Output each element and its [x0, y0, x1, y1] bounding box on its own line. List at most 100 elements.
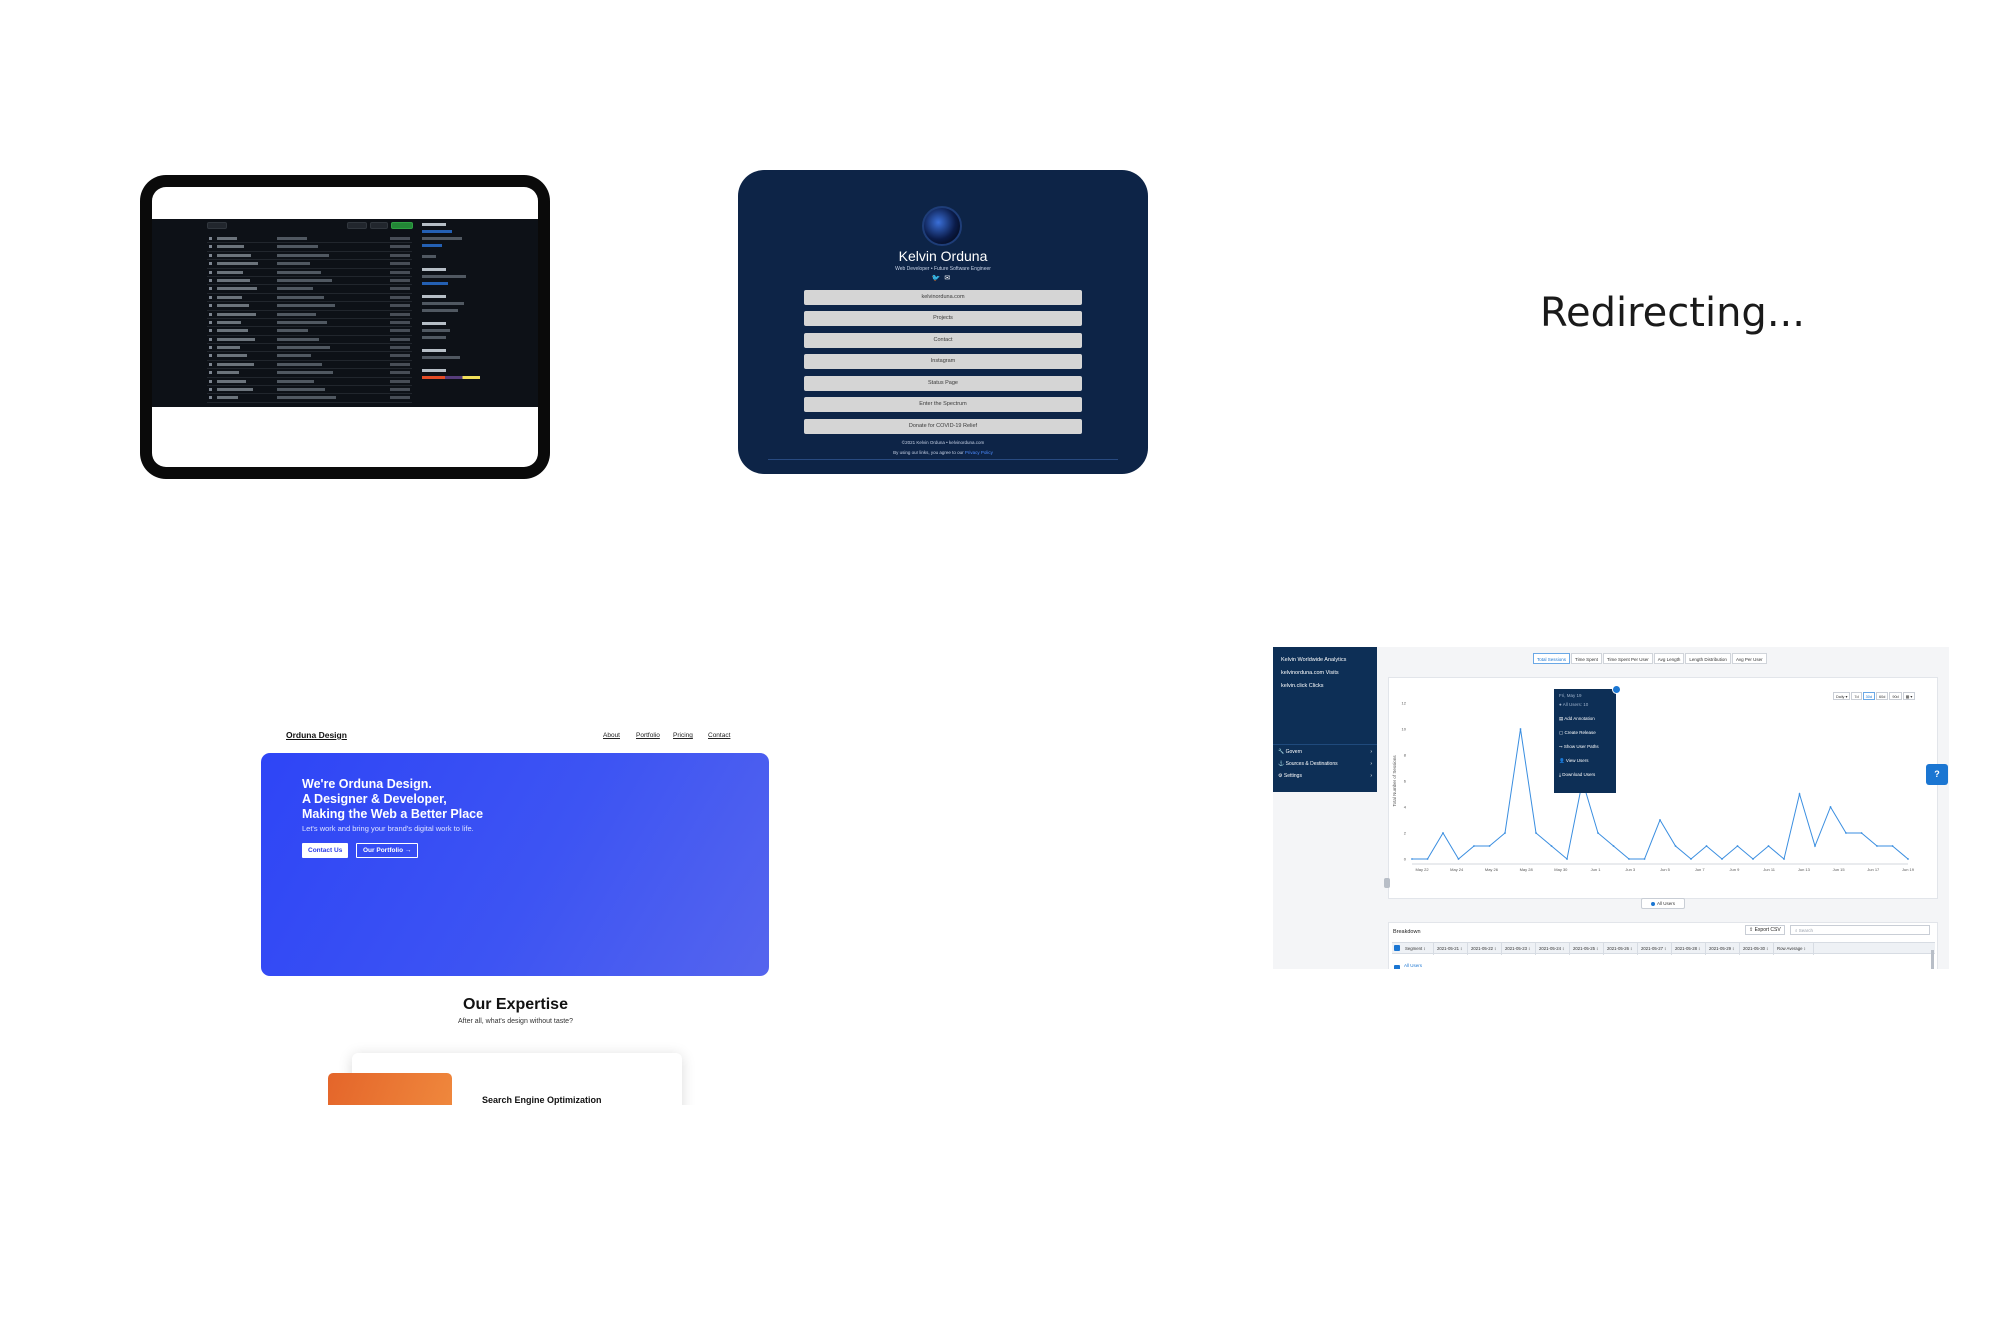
range-30d[interactable]: 30d	[1862, 692, 1875, 700]
data-point[interactable]	[1783, 858, 1785, 860]
nav-portfolio[interactable]: Portfolio	[636, 732, 660, 739]
chart-legend[interactable]: All Users	[1641, 898, 1685, 909]
link-button-status[interactable]: Status Page	[804, 376, 1082, 391]
sidebar-item-sources[interactable]: ⚓ Sources & Destinations›	[1278, 761, 1374, 767]
range-90d[interactable]: 90d	[1889, 692, 1902, 700]
data-point[interactable]	[1628, 858, 1630, 860]
data-point[interactable]	[1752, 858, 1754, 860]
file-row[interactable]	[207, 378, 412, 387]
link-button-contact[interactable]: Contact	[804, 333, 1082, 348]
twitter-icon[interactable]: 🐦	[931, 275, 945, 282]
file-row[interactable]	[207, 252, 412, 261]
chart-scroll-handle[interactable]	[1384, 878, 1390, 888]
interval-dropdown[interactable]: Daily ▾	[1833, 692, 1851, 700]
table-header-cell[interactable]: 2021-05-21 ↕	[1434, 943, 1468, 955]
file-row[interactable]	[207, 327, 412, 336]
table-header-cell[interactable]: 2021-05-24 ↕	[1536, 943, 1570, 955]
data-point[interactable]	[1721, 858, 1723, 860]
link-button-projects[interactable]: Projects	[804, 311, 1082, 326]
series-line-all-users[interactable]	[1412, 728, 1909, 860]
nav-about[interactable]: About	[603, 732, 620, 739]
calendar-dropdown[interactable]: ▦ ▾	[1902, 692, 1916, 700]
file-row[interactable]	[207, 302, 412, 311]
file-row[interactable]	[207, 243, 412, 252]
table-header-cell[interactable]: 2021-05-30 ↕	[1740, 943, 1774, 955]
contact-us-button[interactable]: Contact Us	[302, 843, 349, 858]
file-row[interactable]	[207, 235, 412, 244]
table-header-cell[interactable]: Row Average ↕	[1774, 943, 1814, 955]
tablet-screen[interactable]	[152, 187, 538, 467]
data-point[interactable]	[1814, 845, 1816, 847]
tab-time-spent[interactable]: Time Spent	[1571, 653, 1602, 664]
link-button-website[interactable]: kelvinorduna.com	[804, 290, 1082, 305]
file-row[interactable]	[207, 352, 412, 361]
data-point[interactable]	[1442, 832, 1444, 834]
data-point[interactable]	[1891, 845, 1894, 847]
nav-contact[interactable]: Contact	[708, 732, 731, 739]
sidebar-item-clicks[interactable]: kelvin.click Clicks	[1281, 683, 1324, 689]
popup-show-user-paths[interactable]: ⤳ Show User Paths	[1559, 744, 1599, 749]
data-point[interactable]	[1550, 845, 1553, 847]
file-row[interactable]	[207, 394, 412, 403]
table-scrollbar[interactable]	[1931, 950, 1934, 969]
file-row[interactable]	[207, 336, 412, 345]
go-to-file-button[interactable]	[347, 222, 367, 229]
table-row-all-users[interactable]: All Users	[1404, 963, 1423, 968]
branches-link[interactable]	[230, 222, 248, 229]
table-header-cell[interactable]: 2021-05-28 ↕	[1672, 943, 1706, 955]
nav-pricing[interactable]: Pricing	[673, 732, 693, 739]
file-row[interactable]	[207, 277, 412, 286]
table-header-cell[interactable]: 2021-05-26 ↕	[1604, 943, 1638, 955]
file-row[interactable]	[207, 344, 412, 353]
popup-download-users[interactable]: ⤓ Download Users	[1559, 772, 1595, 777]
data-point[interactable]	[1597, 832, 1599, 834]
table-header-cell[interactable]: Segment ↕	[1402, 943, 1434, 955]
table-header-cell[interactable]: 2021-05-23 ↕	[1502, 943, 1536, 955]
select-all-checkbox[interactable]	[1394, 945, 1400, 951]
help-icon[interactable]: ?	[1926, 764, 1948, 785]
data-point[interactable]	[1845, 832, 1847, 834]
data-point[interactable]	[1519, 728, 1522, 730]
add-file-button[interactable]	[370, 222, 388, 229]
export-csv-button[interactable]: ⇪ Export CSV	[1745, 925, 1785, 935]
tab-length-distribution[interactable]: Length Distribution	[1685, 653, 1731, 664]
data-point[interactable]	[1876, 845, 1878, 847]
brand-logo[interactable]: Orduna Design	[286, 730, 347, 740]
data-point[interactable]	[1504, 832, 1506, 834]
mail-icon[interactable]: ✉	[944, 275, 955, 282]
file-row[interactable]	[207, 361, 412, 370]
data-point[interactable]	[1535, 832, 1537, 834]
file-row[interactable]	[207, 260, 412, 269]
data-point[interactable]	[1488, 845, 1491, 847]
file-row[interactable]	[207, 294, 412, 303]
file-row[interactable]	[207, 269, 412, 277]
data-point[interactable]	[1411, 858, 1413, 860]
range-7d[interactable]: 7d	[1851, 692, 1862, 700]
breakdown-search-input[interactable]: ⌕ Search	[1790, 925, 1930, 935]
range-60d[interactable]: 60d	[1875, 692, 1889, 700]
file-row[interactable]	[207, 285, 412, 294]
sidebar-item-govern[interactable]: 🔧 Govern›	[1278, 749, 1374, 755]
tab-avg-length[interactable]: Avg Length	[1653, 653, 1685, 664]
data-point[interactable]	[1860, 832, 1863, 834]
file-row[interactable]	[207, 369, 412, 378]
code-button[interactable]	[391, 222, 413, 229]
data-point[interactable]	[1566, 858, 1568, 860]
data-point[interactable]	[1473, 845, 1475, 847]
table-header-cell[interactable]: 2021-05-25 ↕	[1570, 943, 1604, 955]
file-row[interactable]	[207, 311, 412, 319]
data-point[interactable]	[1659, 819, 1661, 821]
table-header-cell[interactable]: 2021-05-29 ↕	[1706, 943, 1740, 955]
tab-time-spent-per-user[interactable]: Time Spent Per User	[1602, 653, 1653, 664]
tab-avg-per-user[interactable]: Avg Per User	[1731, 653, 1767, 664]
data-point[interactable]	[1674, 845, 1677, 847]
sidebar-item-settings[interactable]: ⚙ Settings›	[1278, 773, 1374, 779]
sidebar-item-worldwide-analytics[interactable]: Kelvin Worldwide Analytics	[1281, 657, 1347, 663]
table-header-cell[interactable]: 2021-05-22 ↕	[1468, 943, 1502, 955]
file-row[interactable]	[207, 386, 412, 395]
file-row[interactable]	[207, 319, 412, 328]
data-point[interactable]	[1798, 793, 1801, 795]
data-point[interactable]	[1767, 845, 1770, 847]
link-button-instagram[interactable]: Instagram	[804, 354, 1082, 369]
tab-total-sessions[interactable]: Total Sessions	[1533, 653, 1571, 664]
